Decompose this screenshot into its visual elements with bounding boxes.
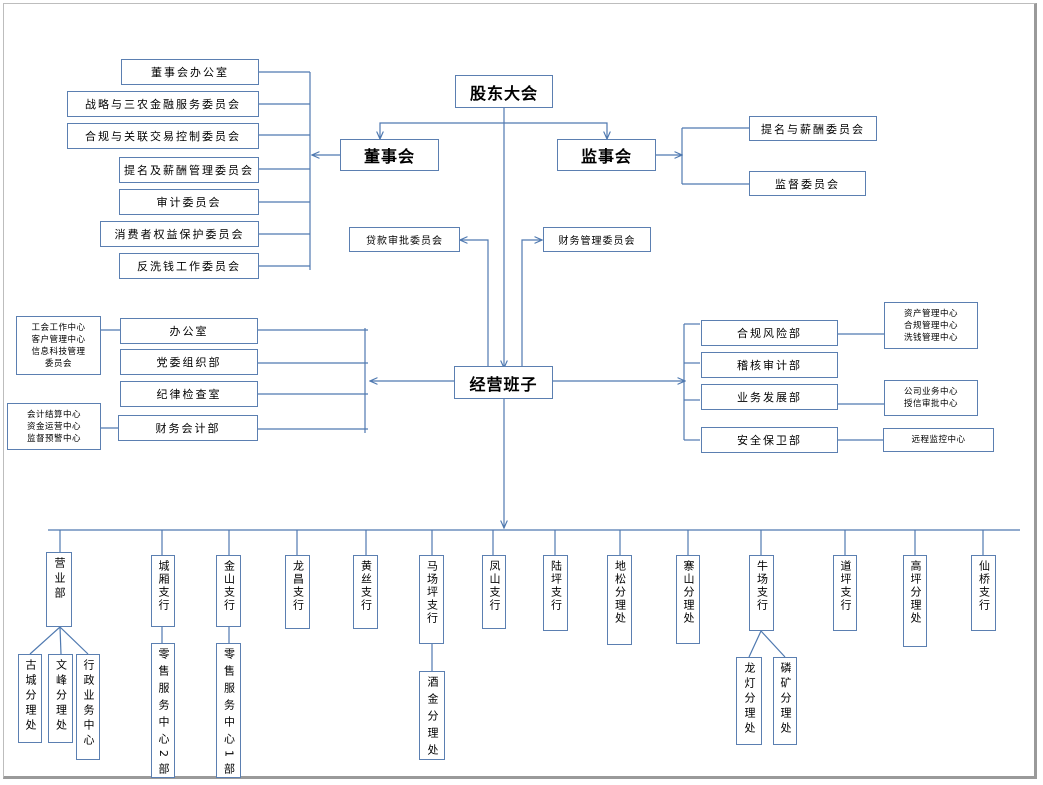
board-committee: 合规与关联交易控制委员会	[67, 123, 259, 149]
branch-box: 高坪分理处	[903, 555, 927, 647]
sub-branch-box: 零售服务中心1部	[216, 643, 241, 778]
right-department: 安全保卫部	[701, 427, 838, 453]
center-label: 授信审批中心	[903, 399, 958, 409]
sub-branch-box: 龙灯分理处	[736, 657, 762, 745]
board-box: 董事会	[340, 139, 439, 171]
sub-branch-box: 行政业务中心	[76, 654, 100, 760]
branch-box: 牛场支行	[749, 555, 774, 631]
center-label: 监督预警中心	[26, 433, 81, 444]
shareholders-box: 股东大会	[455, 75, 553, 108]
right-centers-box-1: 资产管理中心 合规管理中心 洗钱管理中心	[884, 302, 978, 349]
right-centers-box-3: 远程监控中心	[883, 428, 994, 452]
center-label: 会计结算中心	[26, 409, 81, 420]
slide-frame	[3, 3, 1037, 779]
sub-branch-box: 酒金分理处	[419, 671, 445, 760]
sub-branch-box: 文峰分理处	[48, 654, 73, 743]
center-label: 合规管理中心	[903, 320, 958, 331]
branch-box: 寨山分理处	[676, 555, 700, 644]
center-label: 客户管理中心	[31, 334, 86, 345]
right-department: 合规风险部	[701, 320, 838, 346]
center-label: 公司业务中心	[903, 387, 958, 397]
board-committee: 消费者权益保护委员会	[100, 221, 259, 247]
management-box: 经营班子	[454, 366, 553, 399]
left-centers-box-2: 会计结算中心 资金运营中心 监督预警中心	[7, 403, 101, 450]
board-committee: 审计委员会	[119, 189, 259, 215]
right-centers-box-2: 公司业务中心 授信审批中心	[884, 380, 978, 416]
board-committee: 董事会办公室	[121, 59, 259, 85]
sub-branch-box: 古城分理处	[18, 654, 42, 743]
center-label: 远程监控中心	[911, 435, 966, 445]
branch-box: 黄丝支行	[353, 555, 378, 629]
branch-box: 陆坪支行	[543, 555, 568, 631]
sub-branch-box: 零售服务中心2部	[151, 643, 175, 778]
right-department: 业务发展部	[701, 384, 838, 410]
board-committee: 战略与三农金融服务委员会	[67, 91, 259, 117]
branch-box: 营业部	[46, 552, 72, 627]
sub-branch-box: 磷矿分理处	[773, 657, 797, 745]
supervisory-committee: 提名与薪酬委员会	[749, 116, 877, 141]
board-committee: 提名及薪酬管理委员会	[119, 157, 259, 183]
left-department: 办公室	[120, 318, 258, 344]
left-department: 财务会计部	[118, 415, 258, 441]
branch-box: 道坪支行	[833, 555, 857, 631]
center-label: 资金运营中心	[26, 421, 81, 432]
board-committee: 反洗钱工作委员会	[119, 253, 259, 279]
finance-committee: 财务管理委员会	[543, 227, 651, 252]
branch-box: 龙昌支行	[285, 555, 310, 629]
branch-box: 凤山支行	[482, 555, 506, 629]
left-department: 党委组织部	[120, 349, 258, 375]
center-label: 洗钱管理中心	[903, 332, 958, 343]
center-label: 信息科技管理	[31, 346, 86, 357]
supervisory-committee: 监督委员会	[749, 171, 866, 196]
branch-box: 马场坪支行	[419, 555, 444, 644]
right-department: 稽核审计部	[701, 352, 838, 378]
center-label: 工会工作中心	[31, 322, 86, 333]
branch-box: 仙桥支行	[971, 555, 996, 631]
left-department: 纪律检查室	[120, 381, 258, 407]
center-label: 资产管理中心	[903, 308, 958, 319]
loan-committee: 贷款审批委员会	[349, 227, 460, 252]
branch-box: 城厢支行	[151, 555, 175, 627]
left-centers-box-1: 工会工作中心 客户管理中心 信息科技管理 委员会	[16, 316, 101, 375]
branch-box: 地松分理处	[607, 555, 632, 645]
branch-box: 金山支行	[216, 555, 241, 627]
center-label: 委员会	[44, 358, 72, 369]
supervisory-box: 监事会	[557, 139, 656, 171]
